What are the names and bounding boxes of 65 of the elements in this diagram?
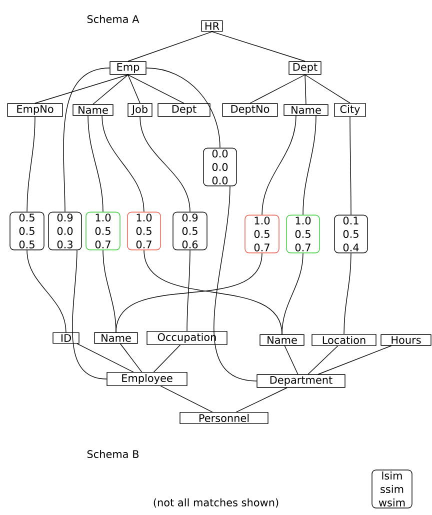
similarity-box: 0.9 0.0 0.3 [48,212,82,250]
connector-line [160,386,213,412]
connector-line [344,252,352,334]
connector-line [128,74,184,104]
connector-line [102,115,144,212]
legend-box: lsim ssim wsim [372,470,412,508]
connector-line [72,250,107,380]
connector-line [284,345,298,375]
connector-line [128,31,212,62]
connector-line [76,343,134,372]
connector-line [282,252,304,335]
note: (not all matches shown) [154,498,278,508]
similarity-box: 1.0 0.5 0.7 [244,214,280,254]
schema-label: Schema B [87,450,139,458]
connector-line [318,345,392,375]
schema-element-box: HR [201,20,223,32]
similarity-box: 1.0 0.5 0.7 [86,212,120,250]
connector-line [250,74,306,104]
similarity-box: 0.0 0.0 0.0 [203,148,237,186]
schema-element-box: Department [256,374,346,388]
similarity-box: 0.5 0.5 0.5 [10,212,44,250]
schema-element-box: Name [94,332,138,344]
connector-line [34,74,128,104]
connector-line [262,115,296,216]
schema-element-box: Dept [158,103,210,117]
connector-line [63,68,110,212]
connector-line [26,250,66,333]
connector-line [308,346,338,375]
connector-line [304,74,350,104]
connector-line [92,74,128,105]
schema-element-box: Emp [110,61,146,75]
connector-line [186,250,190,332]
connector-line [212,31,306,62]
connector-line [236,387,288,412]
schema-element-box: City [334,103,366,117]
connector-line [153,344,181,372]
schema-label: Schema A [87,14,140,24]
similarity-box: 1.0 0.5 0.7 [286,214,320,254]
schema-element-box: Location [312,334,376,346]
schema-element-box: Name [260,334,304,346]
schema-element-box: Hours [380,334,432,346]
schema-element-box: Name [284,104,328,116]
schema-element-box: Name [72,104,114,116]
connector-line [350,116,352,216]
connector-line [128,74,140,104]
connector-line [304,74,306,105]
similarity-box: 0.1 0.5 0.4 [334,214,368,254]
schema-element-box: Personnel [180,412,268,424]
connector-line [116,252,262,333]
schema-element-box: DeptNo [222,103,278,117]
similarity-box: 0.9 0.5 0.6 [172,212,208,250]
connector-line [302,115,316,216]
connector-line [120,343,142,372]
schema-element-box: EmpNo [7,103,63,117]
connector-line [102,250,116,333]
similarity-box: 1.0 0.5 0.7 [127,212,161,250]
schema-element-box: Job [128,103,152,117]
schema-element-box: ID [52,332,80,344]
connector-line [26,116,36,212]
schema-element-box: Dept [288,61,322,75]
connector-line [146,68,220,148]
connector-line [140,116,190,212]
schema-element-box: Employee [106,372,188,386]
connector-line [214,186,257,382]
connector-line [88,115,104,212]
